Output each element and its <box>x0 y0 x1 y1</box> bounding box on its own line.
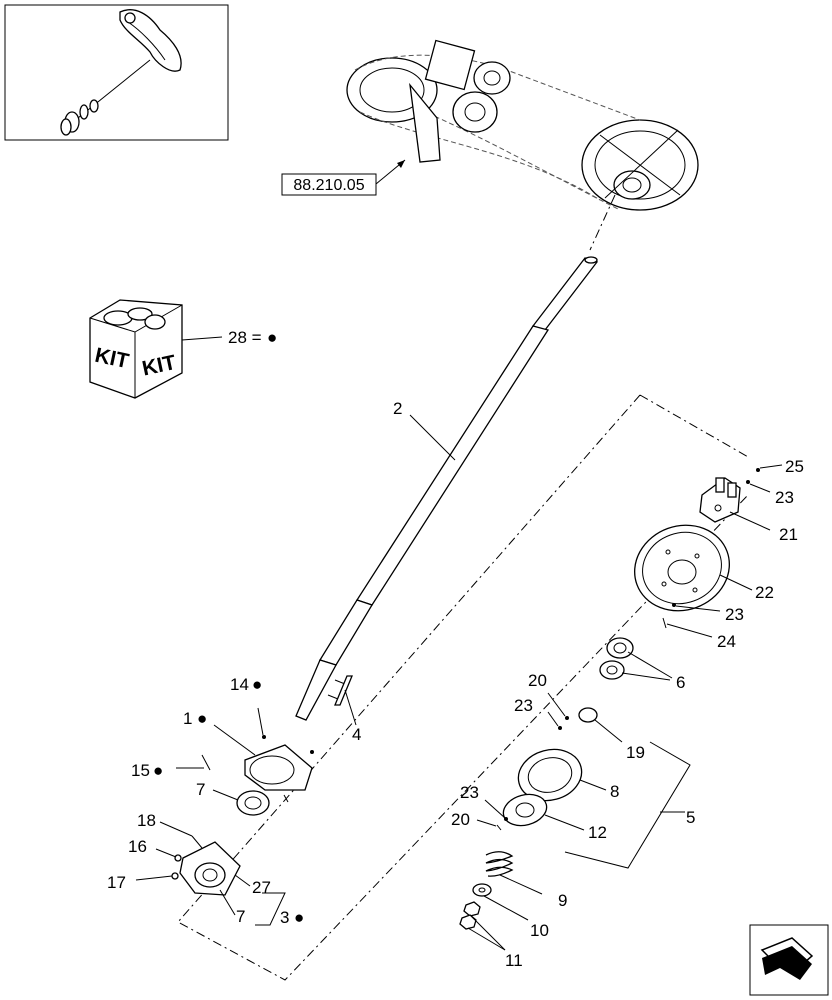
callout-27: 27 <box>252 878 271 897</box>
callout-23b: 23 <box>725 605 744 624</box>
arrow-icon <box>397 160 405 168</box>
callout-5: 5 <box>686 808 695 827</box>
kit-callout: 28 = <box>228 328 262 347</box>
callout-23a: 23 <box>775 488 794 507</box>
callout-23d: 23 <box>460 783 479 802</box>
callout-7a: 7 <box>196 780 205 799</box>
callout-10: 10 <box>530 921 549 940</box>
callout-20a: 20 <box>528 671 547 690</box>
pulley-hub-assembly <box>459 464 783 951</box>
callout-9: 9 <box>558 891 567 910</box>
callout-3: 3 <box>280 908 289 927</box>
locator-inset <box>4 4 229 141</box>
callout-25: 25 <box>785 457 804 476</box>
callout-23c: 23 <box>514 696 533 715</box>
callout-21: 21 <box>779 525 798 544</box>
callout-14: 14 <box>230 675 249 694</box>
callout-19: 19 <box>626 743 645 762</box>
callout-12: 12 <box>588 823 607 842</box>
callout-24: 24 <box>717 632 736 651</box>
callout-2: 2 <box>393 399 402 418</box>
callout-4: 4 <box>352 725 361 744</box>
left-bearing-assembly <box>135 707 314 926</box>
callout-17: 17 <box>107 873 126 892</box>
callout-20b: 20 <box>451 810 470 829</box>
callout-11: 11 <box>505 951 523 970</box>
kit-box: KIT KIT 28 = ● <box>89 299 277 399</box>
callout-22: 22 <box>755 583 774 602</box>
callout-7b: 7 <box>236 907 245 926</box>
kit-marker: ● <box>267 328 277 347</box>
callout-16: 16 <box>128 837 147 856</box>
callout-6: 6 <box>676 673 685 692</box>
reference-label: 88.210.05 <box>293 177 364 194</box>
callout-15: 15 <box>131 761 150 780</box>
callout-18: 18 <box>137 811 156 830</box>
callout-1-marker: ● <box>197 709 207 728</box>
reference-callout[interactable]: 88.210.05 <box>281 159 406 196</box>
key-part <box>334 675 357 726</box>
main-shaft <box>295 256 599 721</box>
callout-15-marker: ● <box>153 761 163 780</box>
callout-8: 8 <box>610 782 619 801</box>
next-page-arrow-icon[interactable] <box>749 924 829 996</box>
belt-drive-assembly <box>346 39 699 211</box>
callout-14-marker: ● <box>252 675 262 694</box>
callout-1: 1 <box>183 709 192 728</box>
callout-3-marker: ● <box>294 908 304 927</box>
assembly-outline <box>177 394 751 981</box>
